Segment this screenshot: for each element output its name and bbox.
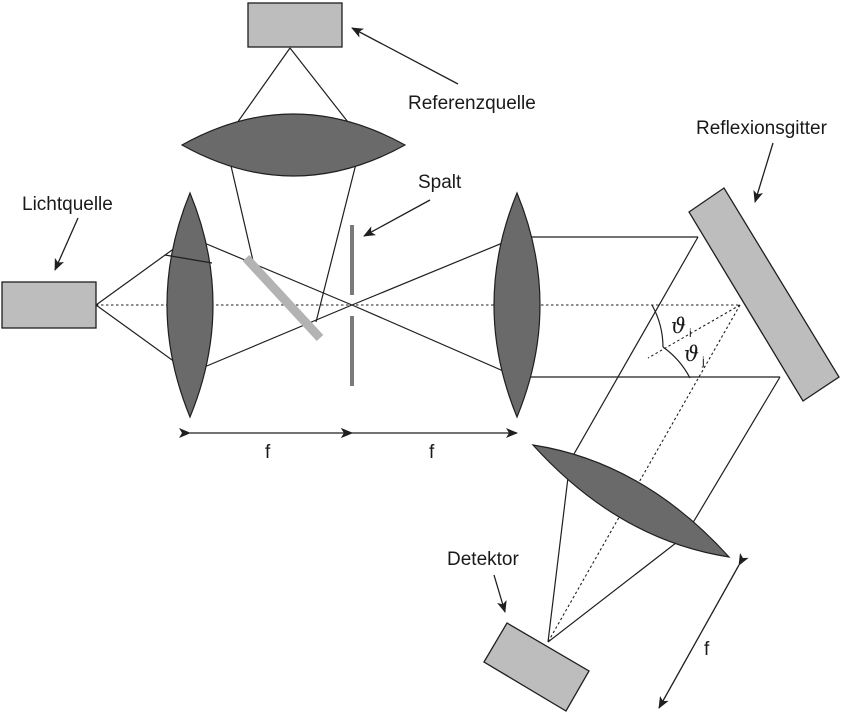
label-angle-i-sub: i <box>689 326 692 340</box>
lens-focusing <box>531 444 731 558</box>
label-focal-1: f <box>265 442 271 463</box>
label-reflexionsgitter: Reflexionsgitter <box>696 118 828 139</box>
detector <box>483 622 590 712</box>
lens-collimator <box>166 191 214 419</box>
label-angle-j: ϑ <box>684 342 699 366</box>
ray-inner-lens1 <box>164 254 213 264</box>
label-focal-2: f <box>429 442 435 463</box>
reflection-grating <box>688 187 840 402</box>
lens-camera <box>493 191 541 419</box>
angle-arc-j <box>662 346 691 379</box>
lens-reference <box>180 113 407 177</box>
callout-arrow-referenzquelle <box>351 27 459 85</box>
callout-arrow-reflexionsgitter <box>753 142 774 203</box>
label-detektor: Detektor <box>447 549 519 570</box>
label-focal-3: f <box>704 639 710 660</box>
focal-arrow-3 <box>658 552 749 709</box>
label-spalt: Spalt <box>418 172 462 193</box>
ray-source-lower <box>95 304 353 374</box>
ray-diffracted-upper <box>547 236 699 643</box>
label-angle-i: ϑ <box>671 314 686 338</box>
reference-source <box>247 2 343 48</box>
ray-source-upper <box>95 236 353 306</box>
label-lichtquelle: Lichtquelle <box>22 194 113 215</box>
light-source <box>1 281 97 329</box>
ray-collimated-lower <box>351 304 780 378</box>
label-angle-j-sub: j <box>701 354 705 368</box>
callout-arrow-detektor <box>493 574 507 613</box>
beam-splitter <box>242 254 324 342</box>
callout-arrow-spalt <box>363 199 431 237</box>
label-referenzquelle: Referenzquelle <box>408 93 536 114</box>
angle-arc-i <box>651 304 664 348</box>
callout-arrow-lichtquelle <box>54 217 79 271</box>
